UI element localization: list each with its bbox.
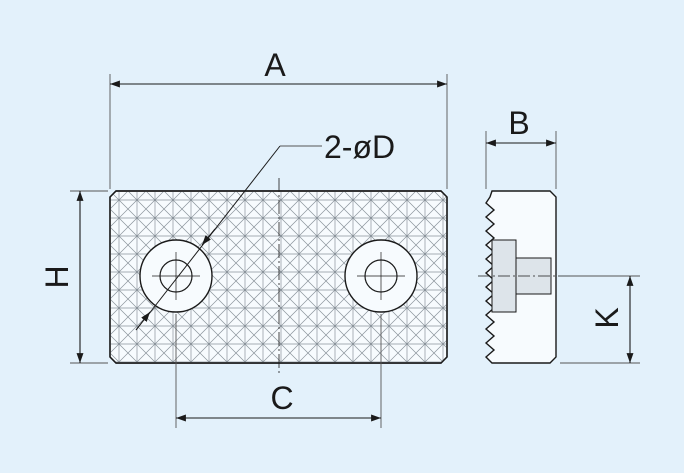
dim-label-k: K	[589, 307, 625, 328]
right-hole	[344, 239, 418, 313]
side-view	[478, 190, 570, 364]
dim-label-d: 2-øD	[324, 129, 395, 165]
left-hole	[139, 239, 213, 313]
dim-label-c: C	[270, 380, 293, 416]
dim-label-b: B	[508, 105, 529, 141]
front-view	[109, 178, 448, 375]
dim-label-h: H	[39, 265, 75, 288]
dim-label-a: A	[264, 47, 286, 83]
